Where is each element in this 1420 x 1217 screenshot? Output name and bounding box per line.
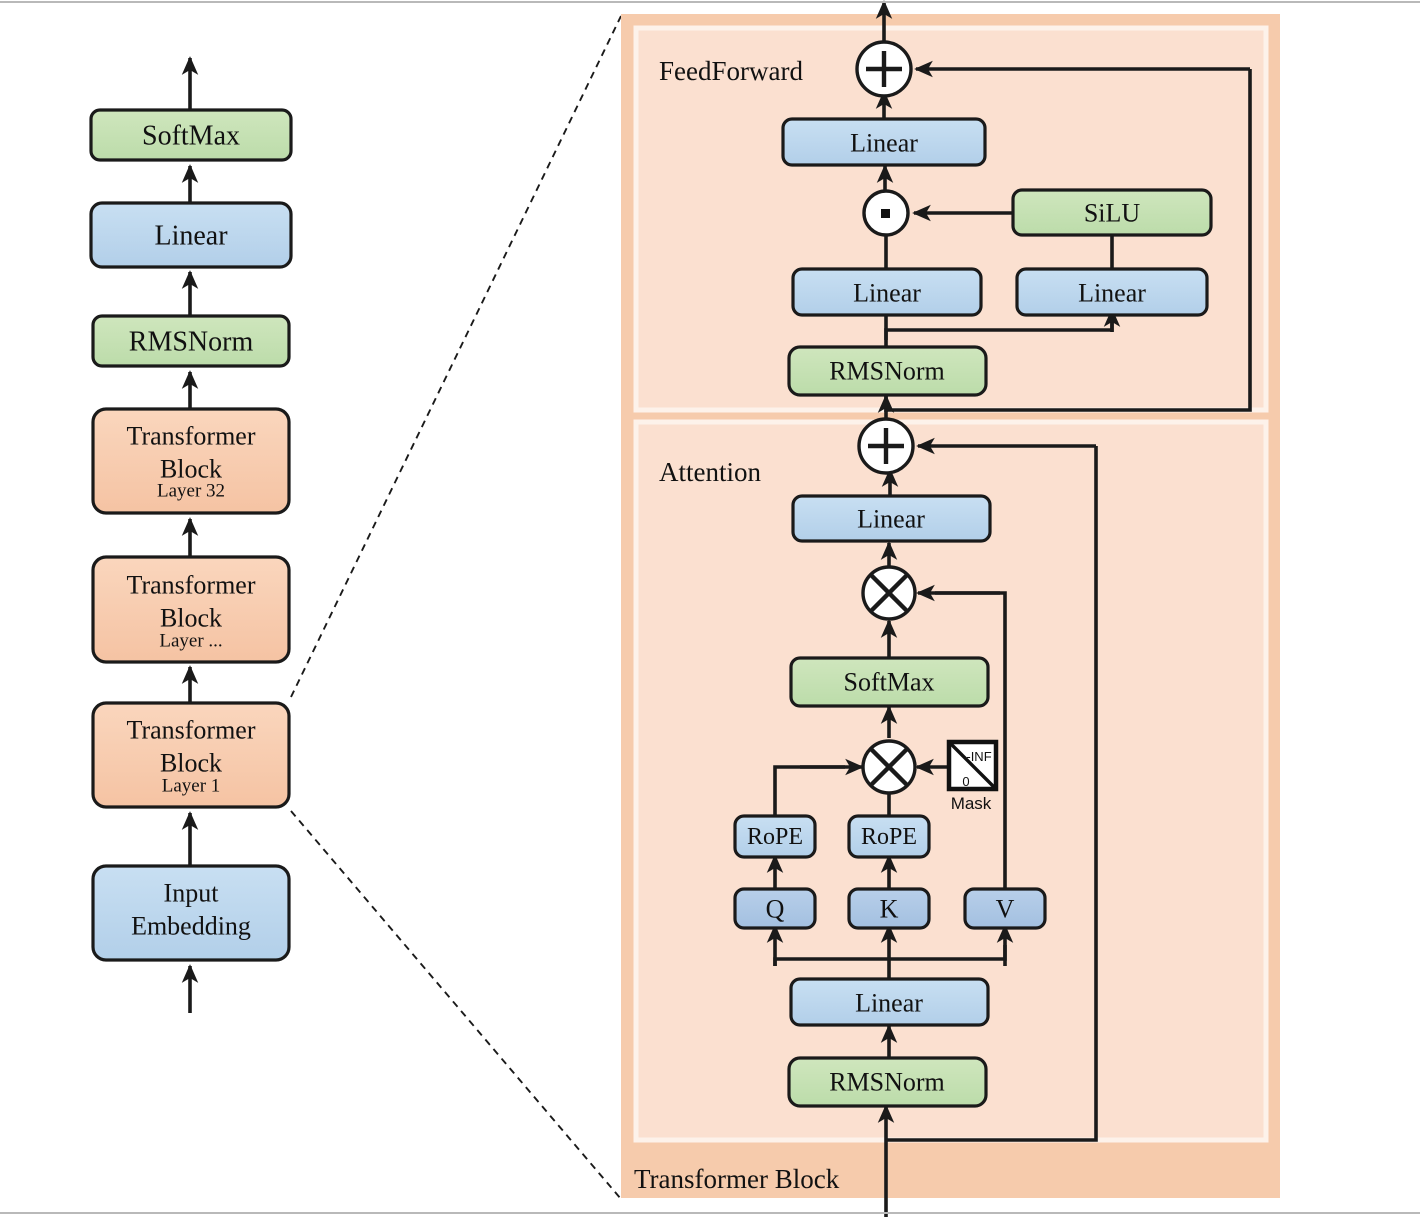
- attention-section-label: Attention: [659, 457, 761, 487]
- attn-matmul-qk-operator: [861, 739, 917, 795]
- attn-node-linear-out[interactable]: Linear: [791, 494, 992, 543]
- ff-linear-up-box[interactable]: [1015, 267, 1209, 317]
- transformer-l1-sublabel: Layer 1: [162, 776, 221, 797]
- ff-node-silu[interactable]: SiLU: [1011, 188, 1213, 237]
- ff-residual-wire: [886, 69, 1252, 412]
- attn-linear-qkv-label: Linear: [855, 989, 923, 1018]
- attn-rmsnorm-box[interactable]: [787, 1056, 988, 1108]
- attn-node-q[interactable]: Q: [733, 887, 817, 930]
- page-top-rule: [0, 1, 1420, 3]
- ff-multiply-dot-icon: [881, 209, 890, 218]
- attn-rmsnorm-label: RMSNorm: [829, 1068, 945, 1097]
- transformer-l32-label-line1: Transformer: [126, 422, 255, 451]
- attn-v-box[interactable]: [963, 887, 1047, 930]
- transformer-l32-box[interactable]: [91, 407, 291, 515]
- causal-mask-icon: 0 -INF Mask: [946, 739, 999, 813]
- ff-linear-down-box[interactable]: [781, 117, 987, 167]
- transformer-ldots-label-line1: Transformer: [126, 571, 255, 600]
- attn-rope-k-box[interactable]: [847, 814, 931, 859]
- attn-q-label: Q: [766, 895, 785, 924]
- ff-silu-box[interactable]: [1011, 188, 1213, 237]
- attn-matmul-av-operator: [861, 565, 917, 621]
- attn-linear-out-label: Linear: [857, 505, 925, 534]
- attention-wires: [766, 394, 1098, 1217]
- mask-diagonal: [949, 742, 996, 789]
- ff-node-linear-up[interactable]: Linear: [1015, 267, 1209, 317]
- attn-node-v[interactable]: V: [963, 887, 1047, 930]
- ff-rmsnorm-label: RMSNorm: [829, 357, 945, 386]
- input-embedding-label-line1: Input: [164, 879, 220, 908]
- attn-node-linear-qkv[interactable]: Linear: [789, 977, 990, 1027]
- ff-linear-up-label: Linear: [1078, 279, 1146, 308]
- attn-add-operator: [857, 417, 915, 475]
- ff-add-operator: [855, 40, 913, 98]
- stack-node-softmax[interactable]: SoftMax: [89, 108, 293, 162]
- attn-node-k[interactable]: K: [847, 887, 931, 930]
- feedforward-section-label: FeedForward: [659, 56, 803, 86]
- page-bottom-rule: [0, 1212, 1420, 1214]
- ff-linear-down-label: Linear: [850, 129, 918, 158]
- linear-head-label: Linear: [154, 221, 228, 252]
- feedforward-wires: [875, 0, 1252, 412]
- stack-node-rmsnorm-final[interactable]: RMSNorm: [91, 314, 291, 368]
- stack-node-input-embedding[interactable]: Input Embedding: [91, 864, 291, 962]
- transformer-l1-box[interactable]: [91, 701, 291, 809]
- input-embedding-box[interactable]: [91, 864, 291, 962]
- attn-rope-k-label: RoPE: [861, 824, 917, 850]
- transformer-l32-sublabel: Layer 32: [157, 481, 225, 502]
- mask-caption: Mask: [951, 794, 992, 813]
- attn-k-label: K: [880, 895, 899, 924]
- ff-multiply-operator: [862, 189, 910, 237]
- rmsnorm-final-box[interactable]: [91, 314, 291, 368]
- detail-panel-outer-label: Transformer Block: [634, 1164, 840, 1194]
- transformer-ldots-label-line2: Block: [160, 604, 222, 633]
- transformer-l1-label-line1: Transformer: [126, 716, 255, 745]
- transformer-l32-label-line2: Block: [160, 455, 222, 484]
- ff-node-linear-down[interactable]: Linear: [781, 117, 987, 167]
- attn-k-box[interactable]: [847, 887, 931, 930]
- attn-linear-qkv-box[interactable]: [789, 977, 990, 1027]
- ff-linear-gate-label: Linear: [853, 279, 921, 308]
- attn-rope-q-box[interactable]: [733, 814, 817, 859]
- zoom-connector-bottom: [290, 810, 622, 1200]
- attn-softmax-label: SoftMax: [844, 668, 935, 697]
- ff-silu-label: SiLU: [1084, 199, 1141, 228]
- attn-linear-out-box[interactable]: [791, 494, 992, 543]
- attn-node-rope-q[interactable]: RoPE: [733, 814, 817, 859]
- attn-node-rmsnorm[interactable]: RMSNorm: [787, 1056, 988, 1108]
- main-model-stack: SoftMax Linear RMSNorm TransformerBlock …: [89, 56, 293, 1013]
- attn-q-box[interactable]: [733, 887, 817, 930]
- transformer-ldots-sublabel: Layer ...: [159, 631, 222, 652]
- mask-lower-value: 0: [962, 774, 969, 789]
- rmsnorm-final-label: RMSNorm: [129, 327, 254, 358]
- ff-node-rmsnorm[interactable]: RMSNorm: [787, 345, 988, 397]
- stack-node-linear-head[interactable]: Linear: [89, 201, 293, 269]
- attn-node-softmax[interactable]: SoftMax: [789, 656, 990, 708]
- attn-rope-q-label: RoPE: [747, 824, 803, 850]
- mask-upper-value: -INF: [966, 749, 991, 764]
- input-embedding-label-line2: Embedding: [131, 912, 251, 941]
- zoom-connector-top: [290, 15, 622, 698]
- softmax-box[interactable]: [89, 108, 293, 162]
- transformer-ldots-box[interactable]: [91, 555, 291, 664]
- attn-softmax-box[interactable]: [789, 656, 990, 708]
- attn-residual-wire: [886, 446, 1098, 1142]
- linear-head-box[interactable]: [89, 201, 293, 269]
- ff-linear-gate-box[interactable]: [791, 267, 983, 317]
- attn-node-rope-k[interactable]: RoPE: [847, 814, 931, 859]
- softmax-label: SoftMax: [142, 121, 240, 152]
- ff-node-linear-gate[interactable]: Linear: [791, 267, 983, 317]
- transformer-l1-label-line2: Block: [160, 749, 222, 778]
- attn-v-label: V: [996, 895, 1015, 924]
